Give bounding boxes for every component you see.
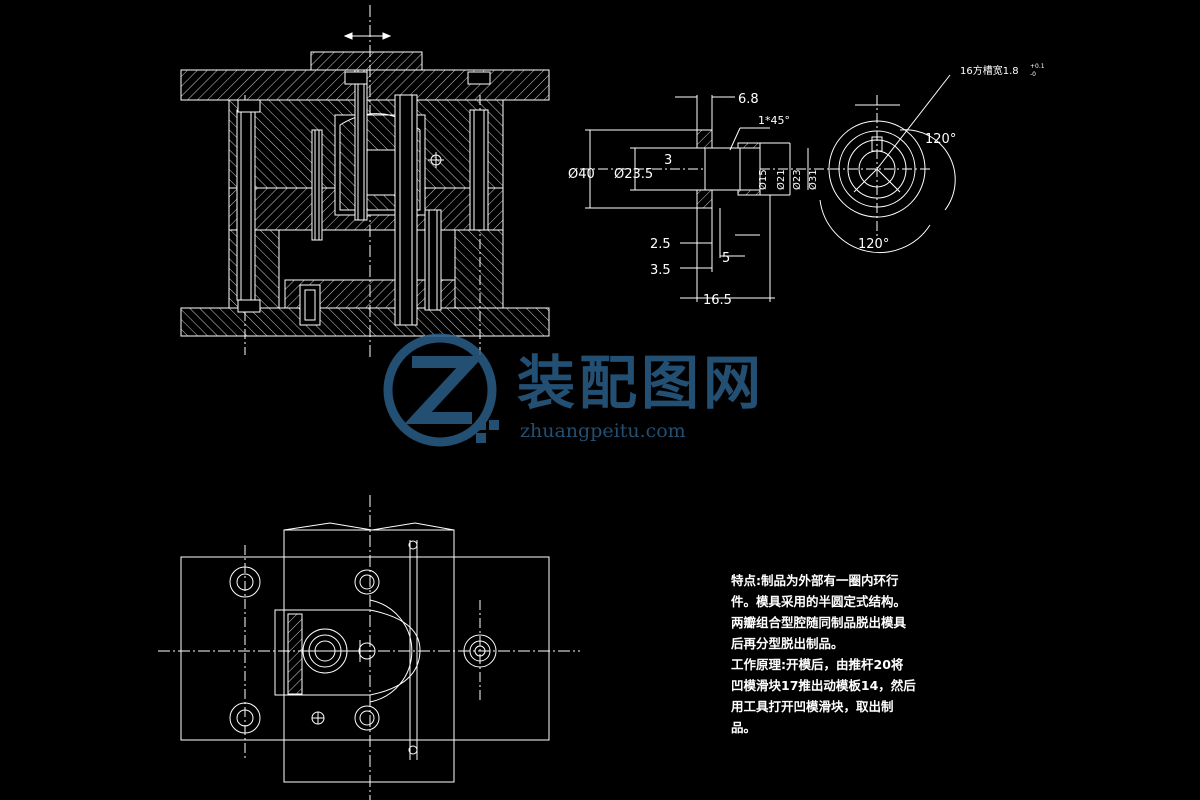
dim-w35: 3.5 [650, 263, 671, 278]
part-end-view [819, 74, 956, 253]
note-line: 品。 [731, 720, 757, 735]
note-line: 两瓣组合型腔随同制品脱出模具 [731, 615, 907, 630]
slot-note: 16方槽宽1.8 [960, 64, 1019, 77]
note-line: 用工具打开凹模滑块，取出制 [731, 699, 894, 714]
dim-d15: Ø15 [757, 169, 769, 190]
slot-tolerance-lower: -0 [1030, 71, 1036, 78]
watermark-title: 装配图网 [517, 349, 766, 417]
dim-w68: 6.8 [738, 92, 759, 107]
dim-angle2: 120° [858, 237, 889, 252]
dim-w5: 5 [722, 251, 730, 266]
dim-w25: 2.5 [650, 237, 671, 252]
dim-d40: Ø40 [568, 167, 595, 182]
note-line: 工作原理:开模后，由推杆20将 [731, 657, 904, 672]
note-line: 后再分型脱出制品。 [731, 636, 844, 651]
dim-d31: Ø31 [807, 169, 819, 190]
note-line: 特点:制品为外部有一圈内环行 [731, 573, 899, 588]
dim-angle1: 120° [925, 132, 956, 147]
mold-section-view [180, 5, 550, 360]
dim-chamfer: 1*45° [758, 114, 790, 127]
note-line: 件。模具采用的半圆定式结构。 [731, 594, 907, 609]
design-notes: 特点:制品为外部有一圈内环行 件。模具采用的半圆定式结构。 两瓣组合型腔随同制品… [731, 570, 916, 738]
dimension-labels: Ø40 Ø23.5 3 6.8 1*45° 2.5 3.5 5 16.5 Ø15… [568, 63, 1045, 308]
dim-d235: Ø23.5 [614, 167, 653, 182]
dim-d23: Ø23 [791, 169, 803, 190]
note-line: 凹模滑块17推出动模板14，然后 [731, 678, 916, 693]
dim-three: 3 [664, 153, 672, 168]
dim-w165: 16.5 [703, 293, 732, 308]
slot-tolerance-upper: +0.1 [1030, 63, 1045, 70]
mold-plan-view [158, 495, 580, 800]
watermark-logo-icon [383, 333, 499, 447]
watermark-url: zhuangpeitu.com [520, 420, 686, 442]
dim-d21: Ø21 [775, 169, 787, 190]
part-section-view [580, 95, 830, 302]
